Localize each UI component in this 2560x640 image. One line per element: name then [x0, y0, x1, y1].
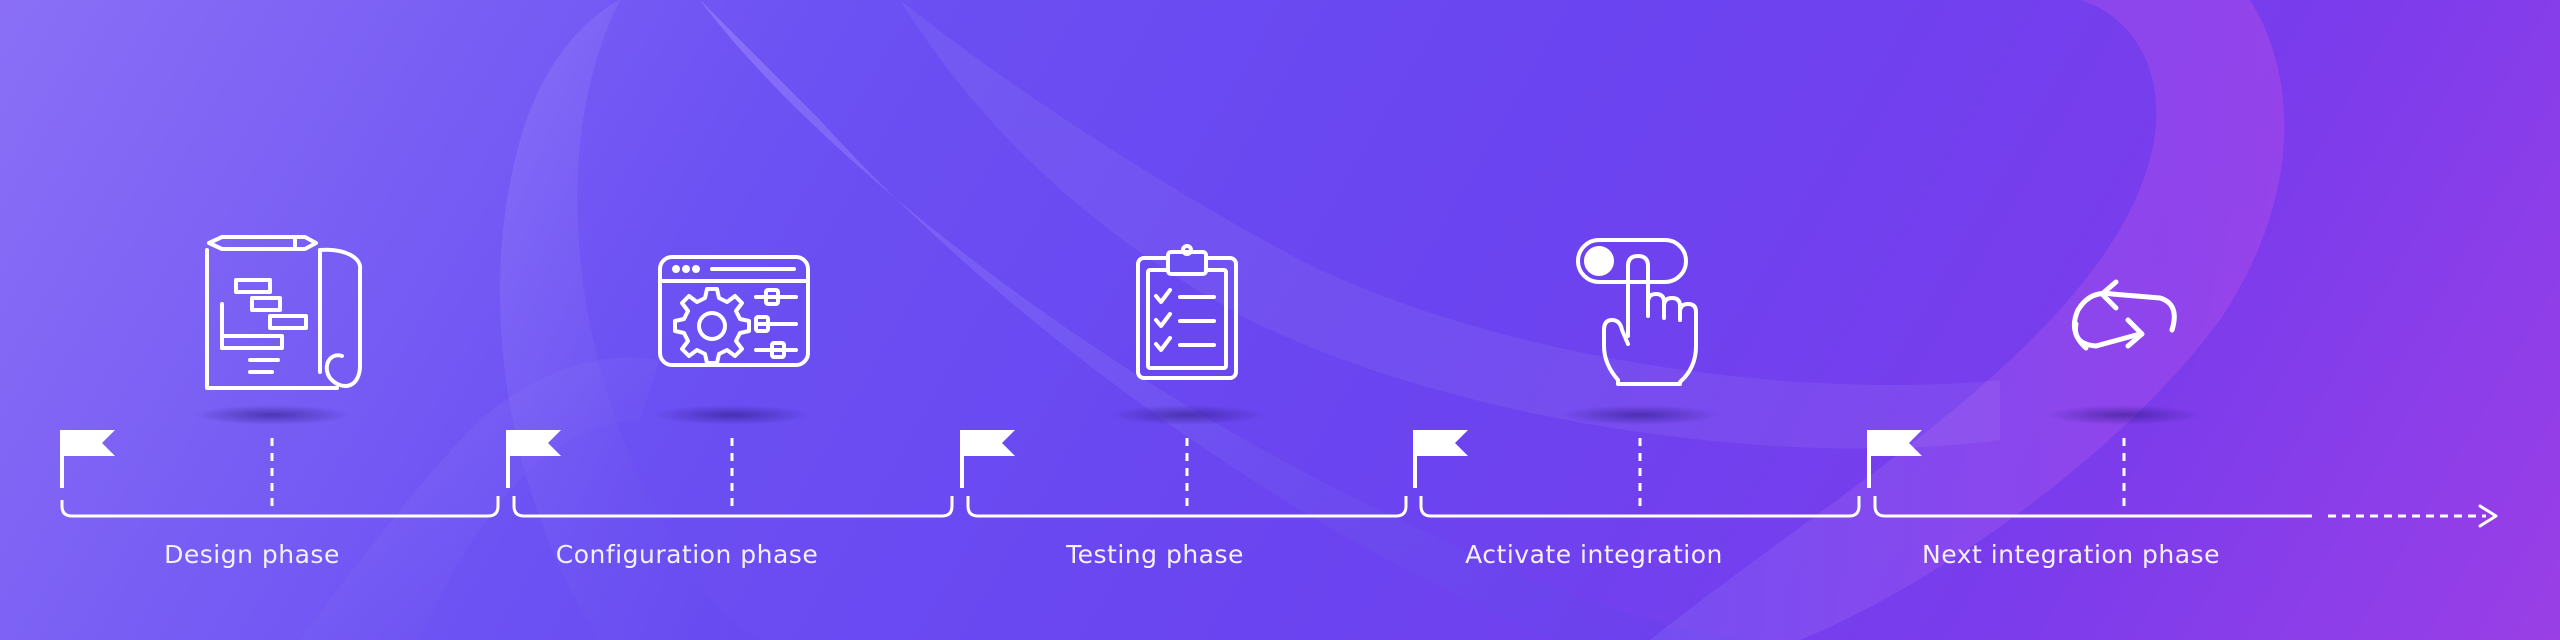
phase-2-configuration: [506, 255, 954, 518]
checklist-clipboard-icon: [1136, 244, 1238, 380]
flag-icon: [1867, 430, 1922, 488]
phase-5-next: [1867, 279, 2498, 528]
phase-1-design: [60, 235, 500, 518]
arrow-right-icon: [2478, 504, 2498, 528]
phase-4-activate: [1413, 238, 1861, 518]
flag-icon: [1413, 430, 1468, 488]
phase-5-label: Next integration phase: [1922, 540, 2220, 569]
phase-bracket: [966, 496, 1408, 518]
refresh-cycle-icon: [2071, 279, 2177, 351]
phase-2-label: Configuration phase: [555, 540, 819, 569]
phase-3-testing: [960, 244, 1408, 518]
phase-4-label: Activate integration: [1465, 540, 1723, 569]
flag-icon: [506, 430, 561, 488]
phase-bracket: [512, 496, 954, 518]
toggle-switch-hand-icon: [1576, 238, 1698, 386]
phase-1-label: Design phase: [164, 540, 340, 569]
flag-icon: [960, 430, 1015, 488]
phase-bracket-open: [1873, 496, 2312, 518]
phase-bracket: [1419, 496, 1861, 518]
settings-window-icon: [658, 255, 810, 367]
phase-3-label: Testing phase: [1066, 540, 1244, 569]
flag-icon: [60, 430, 115, 488]
blueprint-icon: [205, 235, 363, 390]
phase-bracket: [60, 496, 500, 518]
